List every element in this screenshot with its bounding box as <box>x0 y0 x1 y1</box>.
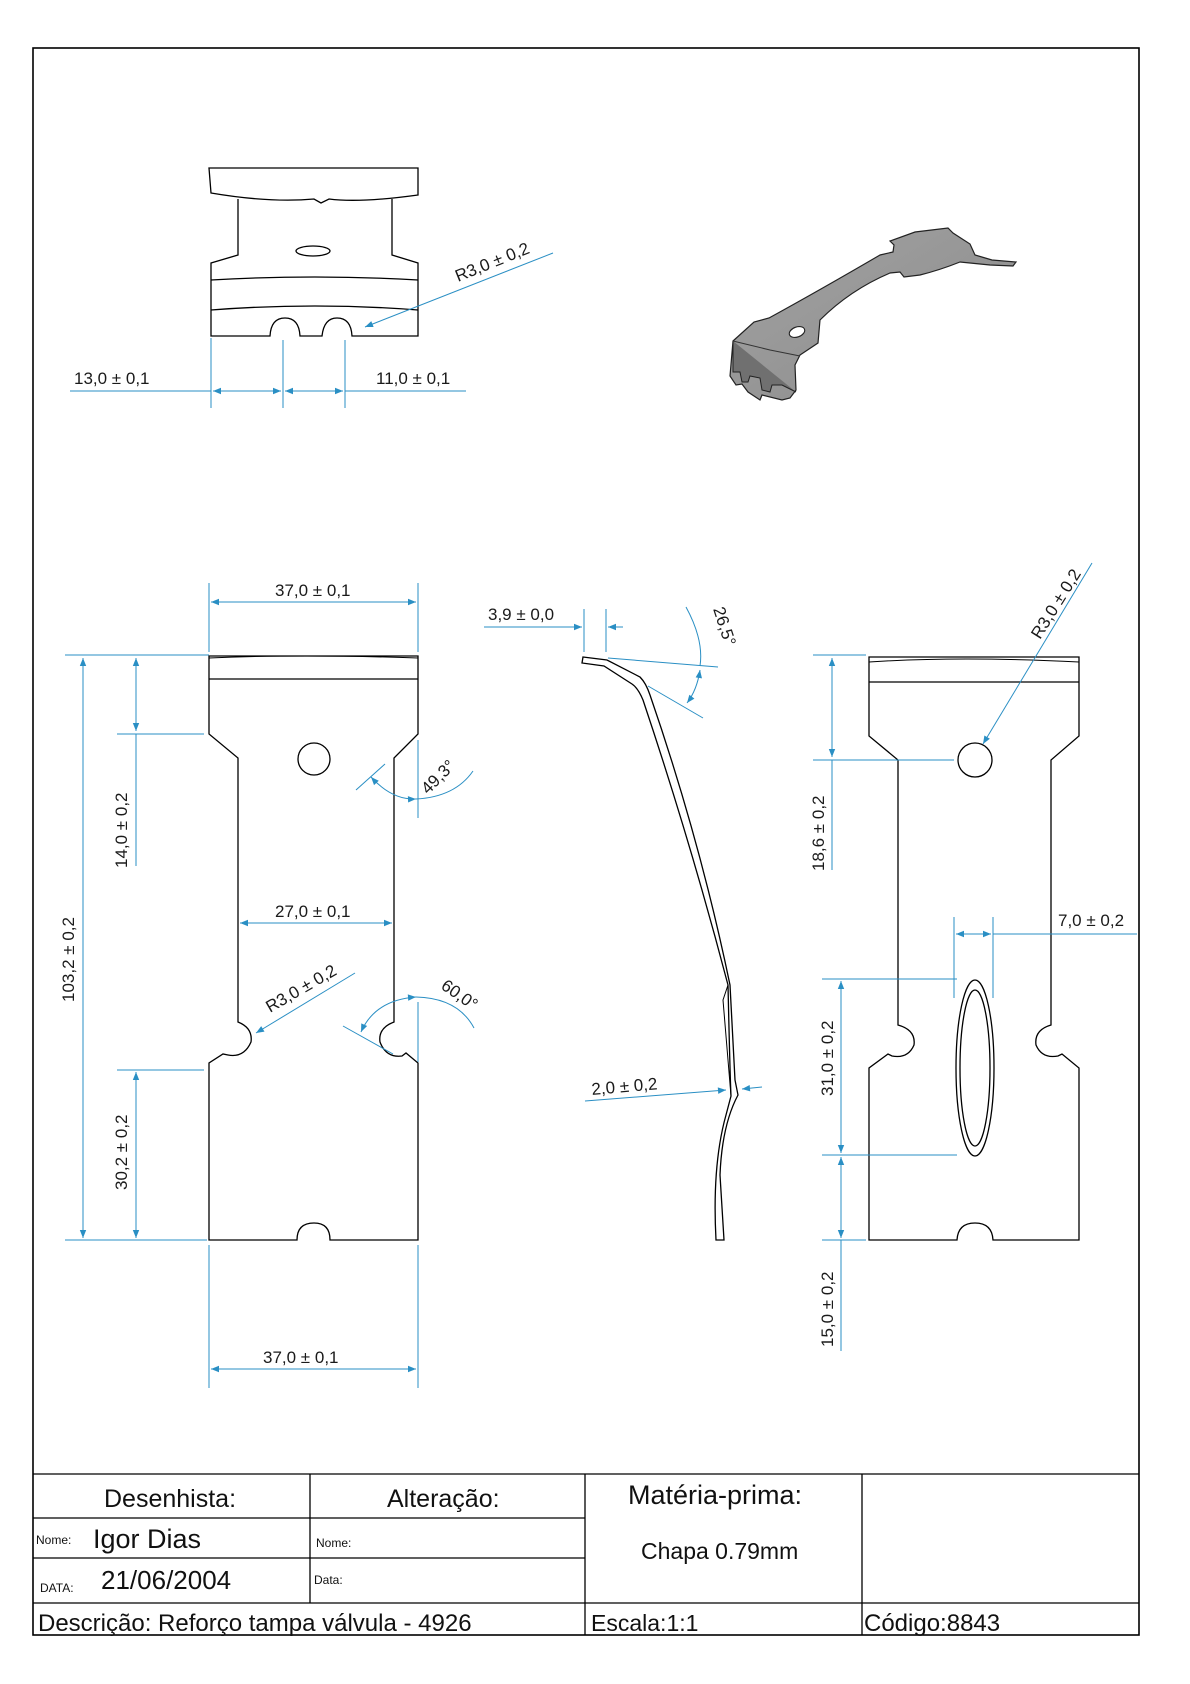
back-bottom-offset: 15,0 ± 0,2 <box>818 1272 837 1348</box>
back-view-slot-outer <box>955 979 995 1157</box>
side-tip-length: 3,9 ± 0,0 <box>488 605 554 624</box>
nome-label: Nome: <box>36 1533 72 1547</box>
side-view-profile <box>581 656 739 1241</box>
codigo: Código:8843 <box>864 1610 1000 1638</box>
codigo-value: 8843 <box>946 1610 1001 1637</box>
front-height-total: 103,2 ± 0,2 <box>59 917 78 1002</box>
front-angle-top: 49,3° <box>417 756 459 798</box>
data-label: DATA: <box>40 1581 74 1595</box>
back-view-dimensions <box>813 562 1137 1351</box>
nome-value: Igor Dias <box>93 1524 202 1554</box>
back-view-hole <box>957 742 993 778</box>
isometric-part <box>729 227 1018 401</box>
isometric-hole <box>788 326 806 338</box>
front-height-top: 14,0 ± 0,2 <box>112 793 131 869</box>
title-block-grid <box>33 1473 1139 1635</box>
top-view-hole <box>295 245 331 257</box>
back-slot-width: 7,0 ± 0,2 <box>1058 911 1124 930</box>
back-slot-length: 31,0 ± 0,2 <box>818 1021 837 1097</box>
back-height-hole: 18,6 ± 0,2 <box>809 796 828 872</box>
front-view-dimensions <box>65 583 475 1388</box>
back-view <box>868 656 1080 1241</box>
front-view-outline <box>208 655 419 1241</box>
side-view <box>581 656 739 1241</box>
top-view-dim-left: 13,0 ± 0,1 <box>74 369 150 388</box>
side-tip-angle: 26,5° <box>709 604 739 648</box>
data-value: 21/06/2004 <box>101 1565 232 1595</box>
descricao: Descrição: Reforço tampa válvula - 4926 <box>38 1610 472 1638</box>
drawing-frame <box>32 47 1140 1636</box>
descricao-value: Reforço tampa válvula - 4926 <box>158 1610 472 1637</box>
escala-value: 1:1 <box>666 1610 699 1636</box>
alteracao-data-label: Data: <box>314 1573 343 1587</box>
top-view-body <box>210 199 419 337</box>
descricao-label: Descrição: <box>38 1610 152 1637</box>
desenhista-label: Desenhista: <box>104 1485 237 1513</box>
front-angle-notch: 60,0° <box>438 976 482 1014</box>
alteracao-label: Alteração: <box>387 1485 500 1513</box>
alteracao-nome-label: Nome: <box>316 1536 352 1550</box>
front-width-bottom: 37,0 ± 0,1 <box>263 1348 339 1367</box>
materia-prima-value: Chapa 0.79mm <box>641 1538 799 1564</box>
side-view-dimensions <box>484 606 763 1102</box>
side-thickness: 2,0 ± 0,2 <box>591 1074 658 1099</box>
front-width-middle: 27,0 ± 0,1 <box>275 902 351 921</box>
materia-prima-label: Matéria-prima: <box>628 1480 803 1510</box>
escala: Escala:1:1 <box>591 1610 698 1637</box>
back-view-outline <box>868 656 1080 1241</box>
escala-label: Escala: <box>591 1610 667 1636</box>
front-height-bottom: 30,2 ± 0,2 <box>112 1115 131 1191</box>
top-view-dim-right: 11,0 ± 0,1 <box>376 369 450 388</box>
back-view-slot-inner <box>959 989 991 1147</box>
front-view <box>208 655 419 1241</box>
back-radius-hole: R3,0 ± 0,2 <box>1027 566 1085 642</box>
front-width-top: 37,0 ± 0,1 <box>275 581 351 600</box>
top-view <box>208 167 419 337</box>
isometric-view <box>729 227 1018 401</box>
top-view-outline <box>208 167 419 204</box>
top-view-dim-radius: R3,0 ± 0,2 <box>452 239 532 286</box>
front-view-hole <box>297 742 331 776</box>
top-view-dimensions <box>70 252 554 408</box>
codigo-label: Código: <box>864 1610 947 1637</box>
